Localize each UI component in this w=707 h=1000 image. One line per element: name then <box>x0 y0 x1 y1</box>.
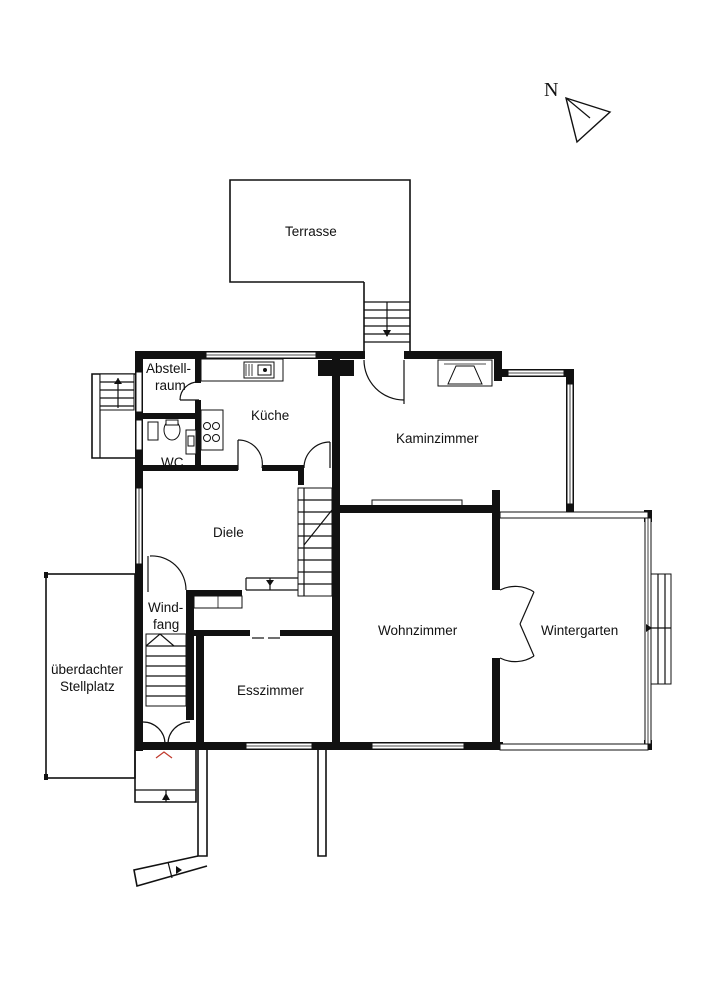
terrace-stairs <box>364 301 410 343</box>
label-esszimmer: Esszimmer <box>237 683 304 698</box>
entrance-steps <box>133 750 327 888</box>
wintergarten-glazing <box>499 511 672 751</box>
fixtures <box>147 358 493 639</box>
label-wc: WC <box>161 455 184 470</box>
room-labels: Terrasse Abstell- raum Küche WC Kaminzim… <box>51 224 618 698</box>
label-abstellraum-1: Abstell- <box>146 361 191 376</box>
north-arrow: N <box>544 79 612 144</box>
label-wintergarten: Wintergarten <box>541 623 618 638</box>
terrace-outline <box>229 179 411 352</box>
label-windfang-2: fang <box>153 617 179 632</box>
label-windfang-1: Wind- <box>148 600 183 615</box>
label-stellplatz-1: überdachter <box>51 662 124 677</box>
doors <box>142 359 535 745</box>
label-stellplatz-2: Stellplatz <box>60 679 115 694</box>
label-kaminzimmer: Kaminzimmer <box>396 431 479 446</box>
label-abstellraum-2: raum <box>155 378 186 393</box>
main-stairs <box>245 487 333 597</box>
north-arrow-icon <box>565 96 612 144</box>
label-kueche: Küche <box>251 408 289 423</box>
interior-walls <box>143 359 500 750</box>
label-terrasse: Terrasse <box>285 224 337 239</box>
label-diele: Diele <box>213 525 244 540</box>
carport-outline <box>44 572 136 780</box>
windows <box>135 351 574 750</box>
label-wohnzimmer: Wohnzimmer <box>378 623 458 638</box>
windfang-stairs <box>145 633 187 707</box>
side-stairs <box>91 373 135 459</box>
north-label: N <box>544 79 558 101</box>
